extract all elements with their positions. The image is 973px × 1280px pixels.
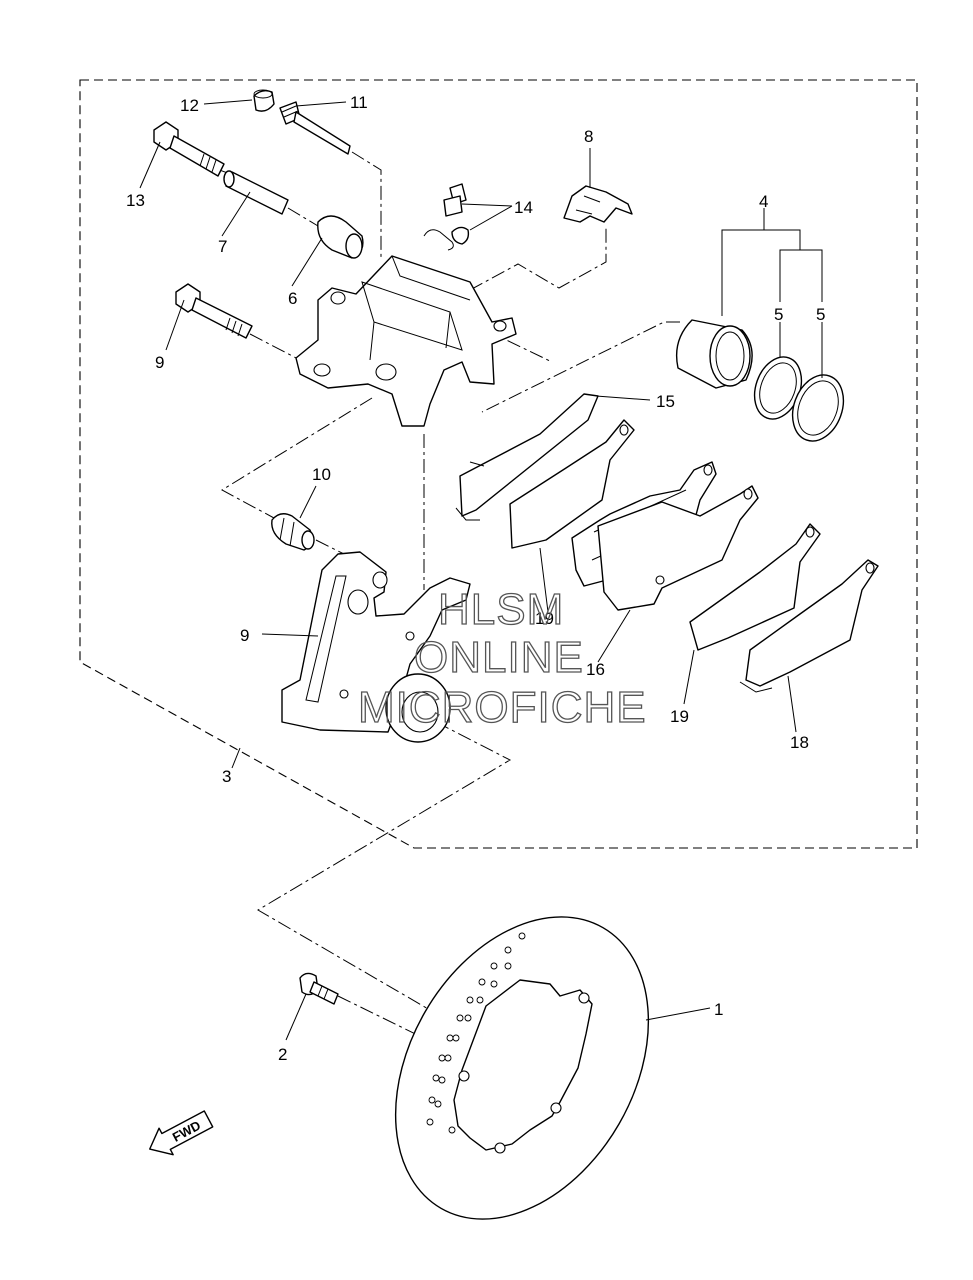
watermark-line-2: ONLINE [414,633,584,682]
callout-8[interactable]: 8 [584,127,593,146]
part-19-pad-upper[interactable] [509,419,635,549]
part-13-pin[interactable] [279,101,351,155]
part-5-seal-b[interactable] [784,368,852,448]
callout-5b[interactable]: 5 [816,305,825,324]
callout-3[interactable]: 3 [222,767,231,786]
part-10-bracket[interactable] [281,551,471,743]
callout-17[interactable]: 15 [656,392,675,411]
callout-2[interactable]: 2 [278,1045,287,1064]
assembly-boundary [79,79,918,849]
callout-6[interactable]: 6 [288,289,297,308]
part-6-boot[interactable] [317,215,364,259]
watermark-line-3: MICROFICHE [358,683,647,732]
callout-10[interactable]: 9 [240,626,249,645]
part-11-boot[interactable] [271,513,315,551]
callout-14[interactable]: 12 [180,96,199,115]
callout-15[interactable]: 13 [126,191,145,210]
part-14-cap[interactable] [253,89,275,112]
callout-12[interactable]: 16 [586,660,605,679]
part-2-disc-bolt[interactable] [299,972,339,1005]
callout-9[interactable]: 9 [155,353,164,372]
callouts: 12 11 13 7 6 9 14 8 4 5 5 15 10 9 19 16 … [126,93,825,1064]
callout-13[interactable]: 11 [350,93,368,112]
leader-lines [139,99,823,1041]
callout-4[interactable]: 4 [759,192,768,211]
part-19-pad-right[interactable] [689,523,821,651]
callout-1[interactable]: 1 [714,1000,723,1019]
disc-vent-holes [426,932,526,1134]
watermark: HLSM ONLINE MICROFICHE [357,584,647,732]
part-1-brake-disc[interactable] [344,872,700,1265]
part-19-pad-lower[interactable] [597,485,759,611]
part-17-shim[interactable] [455,393,599,521]
callout-7[interactable]: 7 [218,237,227,256]
fwd-arrow: FWD [149,1110,214,1156]
callout-11[interactable]: 10 [312,465,331,484]
part-15-bolt[interactable] [153,121,225,177]
caliper-body[interactable] [295,255,517,427]
callout-19b[interactable]: 19 [670,707,689,726]
callout-18[interactable]: 18 [790,733,809,752]
callout-16[interactable]: 14 [514,198,533,217]
callout-19a[interactable]: 19 [535,609,554,628]
part-16-bleeder[interactable] [423,183,470,251]
watermark-line-1: HLSM [438,585,564,634]
part-18-shim[interactable] [739,559,879,693]
part-8-pad-spring[interactable] [563,185,633,223]
callout-5a[interactable]: 5 [774,305,783,324]
part-7-sleeve[interactable] [223,170,289,215]
part-4-piston[interactable] [675,319,753,389]
part-9-bolt[interactable] [175,283,253,339]
fwd-arrow-icon [149,1110,214,1156]
